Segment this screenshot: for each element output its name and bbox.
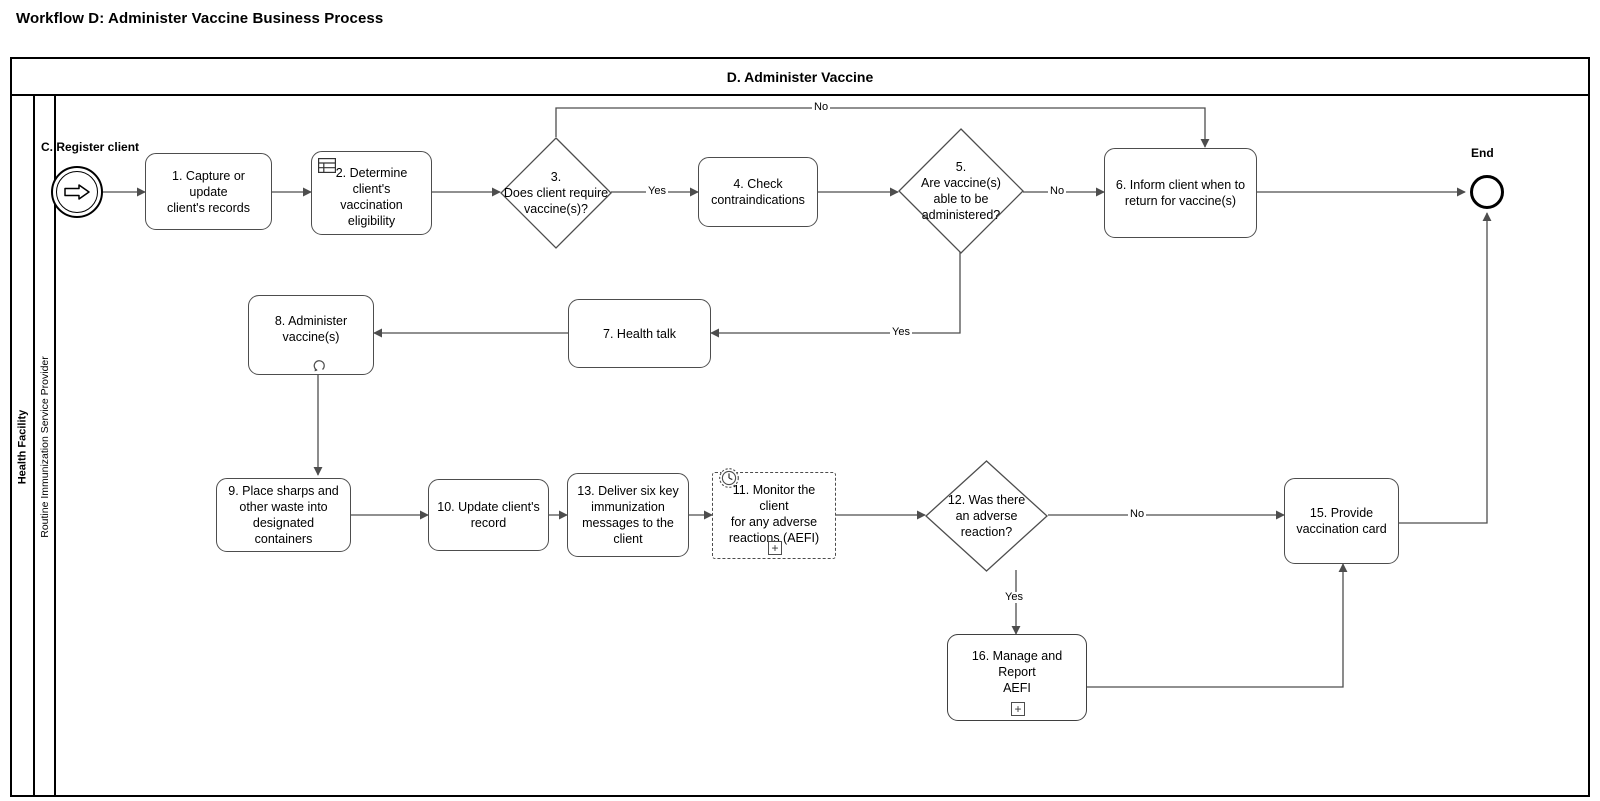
task-8-administer-vaccines[interactable]: 8. Administer vaccine(s)	[248, 295, 374, 375]
task-6-label: 6. Inform client when to return for vacc…	[1115, 178, 1246, 208]
start-event-label: C. Register client	[41, 140, 140, 154]
task-4-label: 4. Check contraindications	[711, 177, 805, 207]
start-event[interactable]	[51, 166, 103, 218]
task-6-inform-client-return[interactable]: 6. Inform client when to return for vacc…	[1104, 148, 1257, 238]
task-13-deliver-immunization-messages[interactable]: 13. Deliver six key immunization message…	[567, 473, 689, 557]
timer-icon	[719, 468, 739, 488]
expand-subprocess-marker[interactable]: +	[1011, 702, 1025, 716]
business-rule-icon	[318, 158, 336, 173]
edge-label-gateway5-yes: Yes	[890, 326, 912, 338]
pool-header-label: D. Administer Vaccine	[726, 68, 874, 85]
lane-band: Routine Immunization Service Provider	[35, 96, 56, 797]
end-event[interactable]	[1470, 175, 1504, 209]
expand-subprocess-marker[interactable]: +	[768, 541, 782, 555]
loop-marker-icon	[313, 360, 325, 372]
end-event-label: End	[1471, 146, 1494, 160]
lane-content-area	[56, 96, 1588, 795]
task-9-place-sharps-waste[interactable]: 9. Place sharps and other waste into des…	[216, 478, 351, 552]
task-2-determine-eligibility[interactable]: 2. Determine client's vaccination eligib…	[311, 151, 432, 235]
task-7-health-talk[interactable]: 7. Health talk	[568, 299, 711, 368]
task-2-label: 2. Determine client's vaccination eligib…	[335, 166, 408, 228]
task-9-label: 9. Place sharps and other waste into des…	[228, 484, 339, 546]
gateway-diamond-icon	[898, 128, 1024, 254]
task-1-label: 1. Capture or update client's records	[167, 168, 250, 215]
edge-label-gateway3-yes: Yes	[646, 185, 668, 197]
task-15-provide-vaccination-card[interactable]: 15. Provide vaccination card	[1284, 478, 1399, 564]
participant-label: Health Facility	[16, 409, 29, 484]
task-8-label: 8. Administer vaccine(s)	[274, 314, 348, 344]
pool-header: D. Administer Vaccine	[12, 59, 1588, 96]
lane-label: Routine Immunization Service Provider	[38, 355, 51, 538]
task-15-label: 15. Provide vaccination card	[1296, 506, 1387, 536]
page-title: Workflow D: Administer Vaccine Business …	[16, 10, 384, 27]
edge-label-gateway5-no: No	[1048, 185, 1067, 197]
gateway-12-was-there-adverse-reaction[interactable]: 12. Was there an adverse reaction?	[925, 460, 1048, 572]
link-arrow-icon	[64, 184, 90, 200]
gateway-3-does-client-require-vaccine[interactable]: 3. Does client require vaccine(s)?	[500, 137, 612, 249]
edge-label-gateway3-no: No	[812, 101, 831, 113]
edge-label-gateway12-yes: Yes	[1003, 591, 1025, 603]
subprocess-16-manage-report-aefi[interactable]: 16. Manage and Report AEFI +	[947, 634, 1087, 721]
task-10-label: 10. Update client's record	[437, 500, 540, 530]
participant-band: Health Facility	[12, 96, 35, 797]
task-10-update-client-record[interactable]: 10. Update client's record	[428, 479, 549, 551]
task-1-capture-update-records[interactable]: 1. Capture or update client's records	[145, 153, 272, 230]
subprocess-11-label: 11. Monitor the client for any adverse r…	[728, 482, 820, 545]
subprocess-16-label: 16. Manage and Report AEFI	[971, 648, 1063, 695]
subprocess-11-monitor-adverse-reactions[interactable]: 11. Monitor the client for any adverse r…	[712, 468, 836, 559]
task-13-label: 13. Deliver six key immunization message…	[577, 484, 679, 546]
gateway-diamond-icon	[925, 460, 1048, 572]
gateway-diamond-icon	[500, 137, 612, 249]
gateway-5-are-vaccines-able-administered[interactable]: 5. Are vaccine(s) able to be administere…	[898, 128, 1024, 254]
task-4-check-contraindications[interactable]: 4. Check contraindications	[698, 157, 818, 227]
edge-label-gateway12-no: No	[1128, 508, 1147, 520]
task-7-label: 7. Health talk	[603, 326, 676, 341]
